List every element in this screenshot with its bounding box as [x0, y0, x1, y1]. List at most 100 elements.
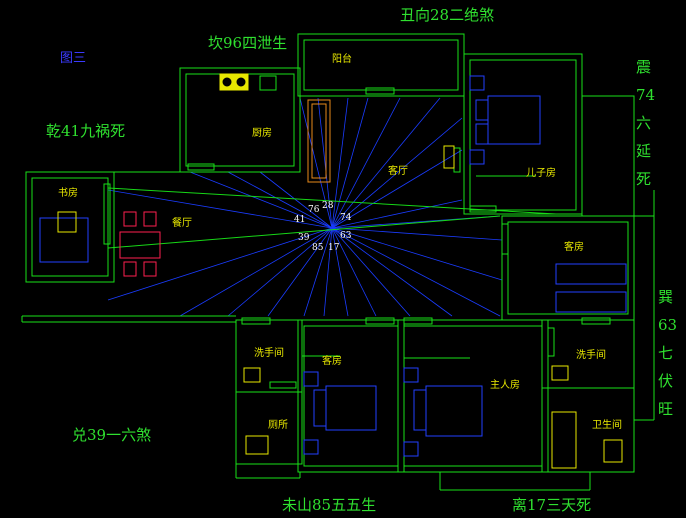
guest-bed-icon: [325, 385, 377, 431]
compass-ray: [323, 227, 333, 317]
door-lines: [302, 175, 536, 359]
room-bath-left: 洗手间: [254, 346, 284, 359]
master-bed-pillow: [413, 389, 427, 431]
guest-east-bed-2: [555, 291, 627, 313]
desk-icon: [39, 217, 89, 263]
label-south-left: 未山85五五生: [282, 496, 376, 514]
compass-ray: [107, 189, 333, 229]
window-bath-right: [581, 317, 611, 325]
degree-label: 76: [308, 205, 320, 215]
window-kitchen: [187, 163, 215, 171]
wall-master-inner: [403, 325, 543, 467]
degree-label: 17: [328, 243, 340, 253]
degree-label: 74: [340, 213, 352, 223]
wall-son-room-inner: [469, 59, 577, 211]
compass-ray: [179, 227, 333, 317]
walls: [21, 33, 655, 491]
door-bath-left: [269, 381, 297, 389]
dining-table-icon: [119, 231, 161, 259]
bath-left-sink: [243, 367, 261, 383]
compass-ray: [331, 97, 401, 229]
sofa-cushion: [311, 103, 327, 179]
room-bath-right: 洗手间: [576, 348, 606, 361]
room-study: 书房: [58, 186, 78, 199]
room-dining: 餐厅: [172, 216, 192, 229]
label-northwest: 乾41九祸死: [46, 122, 125, 140]
wall-balcony-outer: [297, 33, 465, 97]
wall-east-notch: [581, 95, 635, 217]
bathtub-icon: [551, 411, 577, 469]
desk-chair: [57, 211, 77, 233]
master-bed-icon: [425, 385, 483, 437]
wall-study-outer: [25, 171, 115, 283]
compass-ray: [303, 227, 333, 317]
furniture: [39, 73, 627, 469]
son-nightstand: [469, 75, 485, 91]
son-bed-pillow: [475, 99, 489, 121]
room-son: 儿子房: [526, 166, 556, 179]
label-south-right: 离17三天死: [512, 496, 591, 514]
master-nightstand-2: [403, 441, 419, 457]
toilet-left-icon: [245, 435, 269, 455]
window-master: [403, 317, 433, 325]
degree-label: 85: [312, 243, 324, 253]
degree-label: 28: [322, 201, 334, 211]
guest-east-bed-1: [555, 263, 627, 285]
compass-ray: [331, 227, 453, 317]
sofa-icon: [307, 99, 331, 183]
burner-left: [222, 77, 232, 87]
compass-ray: [331, 227, 377, 317]
wall-guest-east-outer: [501, 215, 635, 321]
guest-nightstand: [303, 371, 319, 387]
axis-line: [107, 215, 501, 249]
degree-label: 39: [298, 233, 310, 243]
door-bath-right: [547, 327, 555, 357]
compass-ray: [331, 227, 411, 317]
degree-label: 63: [340, 231, 352, 241]
compass-ray: [331, 97, 349, 229]
wall-study-inner: [31, 177, 109, 277]
label-north: 坎96四泄生: [208, 34, 287, 52]
wall-bathroom: [541, 387, 635, 473]
wall-master-outer: [397, 319, 549, 473]
window-living-top: [365, 87, 395, 95]
compass-ray: [227, 227, 333, 317]
label-northeast: 丑向28二绝煞: [400, 6, 494, 24]
compass-ray: [107, 227, 333, 301]
window-guest-east: [501, 223, 509, 255]
compass-ray: [227, 171, 333, 229]
son-bed-icon: [487, 95, 541, 145]
chair-3: [123, 261, 137, 277]
lamp-icon: [443, 145, 455, 169]
wall-son-room-outer: [463, 53, 583, 215]
compass-ray: [331, 227, 503, 241]
window-study: [103, 183, 111, 245]
compass-ray: [267, 227, 333, 317]
degree-label: 41: [294, 215, 305, 225]
window-guest: [365, 317, 395, 325]
burner-right: [236, 77, 246, 87]
son-bed-pillow-2: [475, 123, 489, 145]
figure-label: 图三: [60, 51, 86, 66]
compass-ray: [299, 97, 333, 229]
compass-rays: [107, 97, 557, 317]
compass-ray: [189, 171, 333, 229]
room-bathroom: 卫生间: [592, 418, 622, 431]
compass-ray: [331, 199, 463, 229]
guest-bed-pillow: [313, 389, 327, 427]
chair-4: [143, 261, 157, 277]
room-kitchen: 厨房: [252, 126, 272, 139]
compass-ray: [317, 97, 333, 229]
compass-ray: [331, 227, 349, 317]
label-west: 兑39一六煞: [72, 426, 151, 444]
compass-ray: [331, 227, 503, 281]
son-nightstand-2: [469, 149, 485, 165]
window-son: [469, 205, 497, 213]
compass-ray: [331, 97, 441, 229]
toilet-right-icon: [603, 439, 623, 463]
sink-icon: [259, 75, 277, 91]
